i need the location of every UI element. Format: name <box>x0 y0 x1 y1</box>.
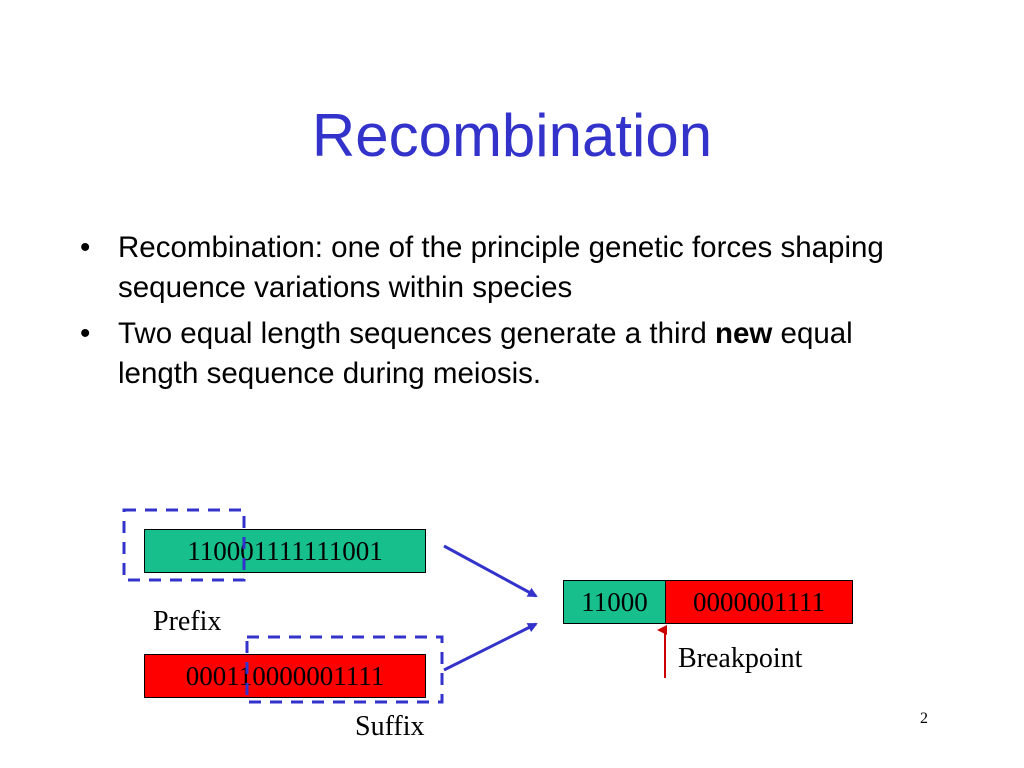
slide-title: Recombination <box>311 102 713 169</box>
bullet-text-after: equal length sequence during meiosis. <box>118 317 853 390</box>
bullet-item: • Recombination: one of the principle ge… <box>80 228 940 308</box>
arrow-from-sequence-2 <box>443 622 538 672</box>
bullet-bold-word: new <box>714 317 773 350</box>
bullet-item: • Two equal length sequences generate a … <box>80 314 940 394</box>
bullet-marker: • <box>80 317 91 350</box>
breakpoint-label: Breakpoint <box>678 643 803 674</box>
result-prefix-segment: 11000 <box>563 580 666 624</box>
prefix-dashed-box <box>122 508 246 582</box>
bullet-text-before: Two equal length sequences generate a th… <box>118 317 715 350</box>
suffix-label: Suffix <box>355 711 425 742</box>
prefix-label: Prefix <box>153 606 222 637</box>
result-suffix-segment: 0000001111 <box>665 580 853 624</box>
arrow-from-sequence-1 <box>443 544 538 598</box>
suffix-dashed-box <box>245 635 444 704</box>
sequence-2: 000110000001111 <box>144 654 426 698</box>
bullet-list: • Recombination: one of the principle ge… <box>80 228 940 400</box>
bullet-text: Recombination: one of the principle gene… <box>118 231 884 304</box>
sequence-1: 110001111111001 <box>144 529 426 573</box>
bullet-marker: • <box>80 231 91 264</box>
page-number: 2 <box>920 710 928 727</box>
